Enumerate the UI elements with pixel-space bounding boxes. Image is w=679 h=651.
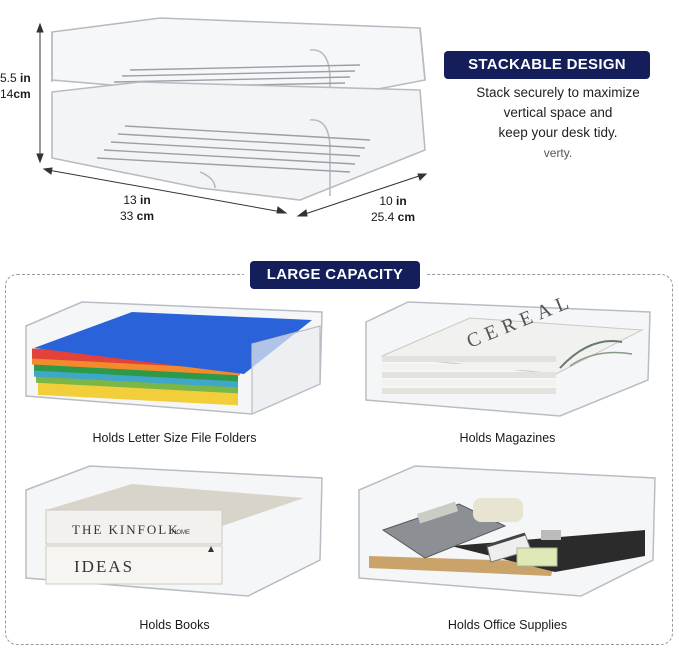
- caption-books: Holds Books: [139, 618, 210, 632]
- book-title-kinfolk-small: HOME: [172, 530, 190, 536]
- height-cm-unit: cm: [13, 87, 31, 101]
- book-title-kinfolk: THE KINFOLK: [72, 522, 180, 537]
- width-cm: 25.4: [370, 210, 395, 224]
- folders-tray-illustration: [25, 301, 323, 415]
- length-inches: 13: [123, 193, 137, 207]
- stackable-line-3: keep your desk tidy.: [498, 125, 618, 140]
- caption-magazines: Holds Magazines: [459, 431, 556, 445]
- height-inches: 5.5: [0, 71, 17, 85]
- width-cm-unit: cm: [397, 210, 416, 224]
- stackable-description: Stack securely to maximize vertical spac…: [452, 83, 664, 163]
- office-supplies: [369, 498, 645, 576]
- caption-office-supplies: Holds Office Supplies: [447, 618, 568, 632]
- stackable-line-4: verty.: [543, 146, 573, 160]
- book-title-ideas: IDEAS: [74, 557, 134, 576]
- height-cm: 14: [0, 87, 14, 101]
- caption-folders: Holds Letter Size File Folders: [92, 431, 257, 445]
- office-supplies-tray-illustration: [358, 465, 656, 597]
- magazines-tray-illustration: CEREAL: [365, 296, 651, 417]
- width-inches: 10: [379, 194, 393, 208]
- stackable-design-badge: STACKABLE DESIGN: [444, 51, 650, 79]
- length-cm: 33: [119, 209, 134, 223]
- large-capacity-badge: LARGE CAPACITY: [250, 261, 420, 289]
- stackable-line-2: vertical space and: [503, 105, 613, 120]
- stackable-line-1: Stack securely to maximize: [476, 85, 640, 100]
- height-dimension-label: 5.5 in 14cm: [0, 70, 36, 102]
- length-dimension-label: 13 in 33 cm: [112, 192, 162, 224]
- books-tray-illustration: THE KINFOLK HOME IDEAS: [25, 465, 323, 597]
- stacked-trays-illustration: [36, 17, 428, 217]
- file-folders-stack: [32, 312, 312, 406]
- magazine-stack: [380, 317, 644, 394]
- book-stack: [45, 484, 304, 585]
- length-cm-unit: cm: [136, 209, 155, 223]
- height-inches-unit: in: [20, 71, 31, 85]
- width-inches-unit: in: [396, 194, 407, 208]
- length-inches-unit: in: [140, 193, 151, 207]
- width-dimension-label: 10 in 25.4 cm: [365, 193, 421, 225]
